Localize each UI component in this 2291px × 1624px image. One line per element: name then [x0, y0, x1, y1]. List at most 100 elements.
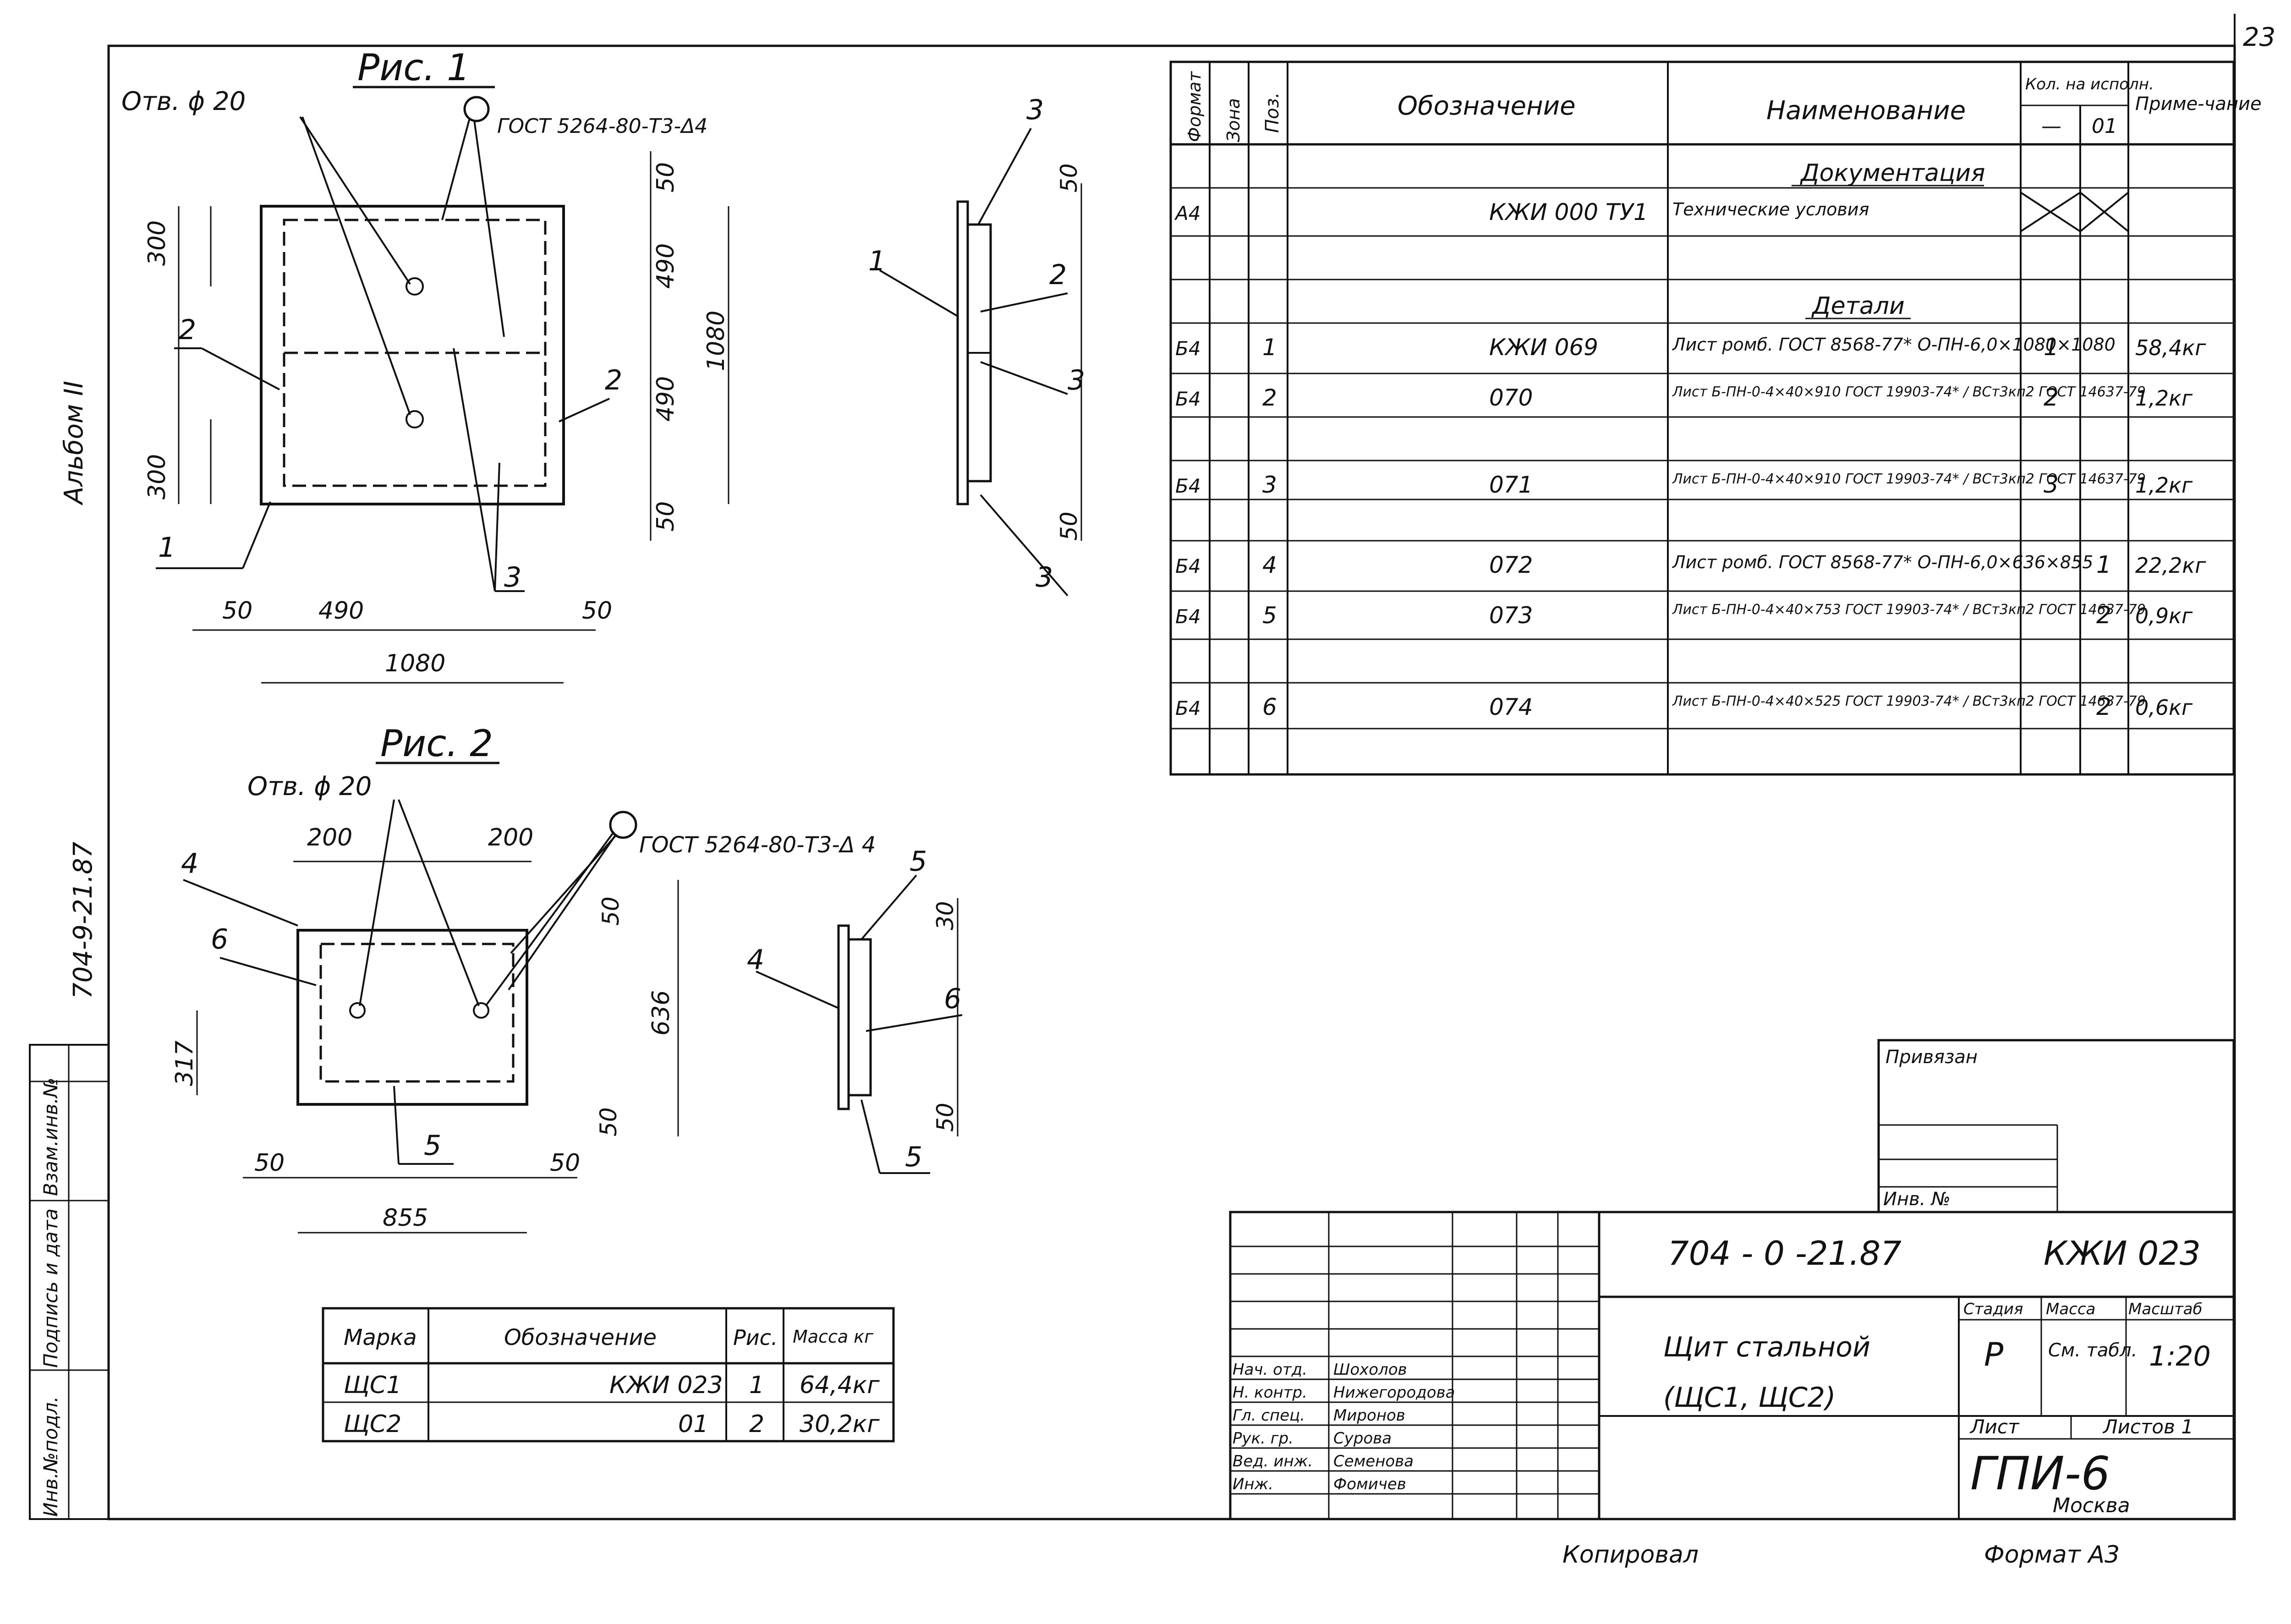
spec-cell-designation: КЖИ 000 ТУ1	[1489, 199, 1648, 225]
fig1-dim-490: 490	[318, 597, 364, 625]
spec-cell-pos: 4	[1262, 552, 1277, 578]
staff-name: Миронов	[1333, 1406, 1405, 1425]
spec-cell-format: Б4	[1175, 605, 1201, 628]
marks-row1-designation: КЖИ 023	[609, 1372, 723, 1399]
spec-cell-designation: 073	[1489, 602, 1533, 629]
marks-row1-mass: 64,4кг	[800, 1372, 880, 1399]
spec-hdr-pos: Поз.	[1262, 92, 1283, 133]
fig2-dim-636: 636	[647, 990, 675, 1036]
spec-row: А4 КЖИ 000 ТУ1 Технические условия	[1174, 192, 2129, 232]
title-block: Привязан Инв. № 704 - 0 -21.87	[1229, 1039, 2235, 1520]
spec-cell-q2: 1	[2096, 551, 2111, 579]
fig2-dim-855: 855	[383, 1204, 428, 1232]
tb-stage-label: Стадия	[1963, 1300, 2023, 1318]
spec-section-docs: Документация	[1800, 159, 1985, 187]
fig1-dim-bot50: 50	[652, 501, 680, 532]
side-stamp: Инв.№подл. Подпись и дата Взам.инв.№ Аль…	[29, 381, 110, 1520]
staff-role: Инж.	[1233, 1475, 1273, 1493]
marks-hdr-mass: Масса кг	[793, 1327, 874, 1347]
spec-cell-name: Лист Б-ПН-0-4×40×525 ГОСТ 19903-74* / ВС…	[1672, 693, 2146, 709]
staff-role: Рук. гр.	[1233, 1429, 1293, 1448]
fig2-dim-left50: 50	[254, 1149, 285, 1177]
spec-cell-name: Лист Б-ПН-0-4×40×910 ГОСТ 19903-74* / ВС…	[1672, 471, 2146, 487]
marks-row2-fig: 2	[749, 1410, 764, 1438]
fig1-dim-left50: 50	[222, 597, 252, 625]
stamp-signature-date: Подпись и дата	[39, 1208, 62, 1368]
fig2-weld-label: ГОСТ 5264-80-Т3-Δ 4	[639, 832, 876, 858]
fig1-dim-490v: 490	[652, 243, 680, 289]
fig2-hole-label: Отв. ϕ 20	[247, 772, 372, 801]
spec-hdr-note: Приме-чание	[2135, 93, 2262, 115]
fig2-side-pos-5a: 5	[910, 845, 927, 878]
spec-cell-designation: КЖИ 069	[1489, 334, 1598, 361]
staff-role: Н. контр.	[1233, 1383, 1307, 1402]
fig2-side-plate	[837, 924, 850, 1110]
fig1-side-pos-3a: 3	[1026, 94, 1044, 126]
fig2-dim-200b: 200	[488, 824, 533, 851]
spec-cell-pos: 5	[1262, 602, 1277, 629]
tb-city: Москва	[2053, 1494, 2130, 1517]
marks-hdr-mark: Марка	[344, 1325, 417, 1350]
fig1-pos-1: 1	[158, 532, 175, 564]
fig2-side-dim-30: 30	[932, 901, 959, 930]
fig2-hole-right	[473, 1002, 489, 1019]
staff-role: Вед. инж.	[1233, 1452, 1313, 1470]
fig1-side-pos-2: 2	[1049, 259, 1067, 291]
fig1-pos-3: 3	[504, 561, 521, 593]
fig2-side-ribs	[847, 938, 872, 1097]
fig1-hole-bottom	[406, 410, 424, 428]
spec-cell-format: Б4	[1175, 388, 1201, 410]
tb-stage: Р	[1984, 1336, 2004, 1373]
staff-name: Фомичев	[1333, 1475, 1406, 1493]
spec-cell-name: Технические условия	[1672, 199, 1869, 219]
fig1-pos-2: 2	[179, 314, 196, 346]
page-number: 23	[2243, 22, 2275, 52]
spec-cell-format: А4	[1174, 202, 1200, 225]
fig1-dim-300b: 300	[143, 454, 171, 499]
fig2-dim-200a: 200	[307, 824, 352, 851]
marks-row1-mark: ЩС1	[344, 1372, 401, 1399]
spec-cell-note: 0,6кг	[2135, 695, 2193, 720]
figure-2: Рис. 2 Отв. ϕ 20 ГОСТ 5264-80-Т3-Δ 4 4 6…	[171, 722, 963, 1234]
marks-table: Марка Обозначение Рис. Масса кг ЩС1 КЖИ …	[322, 1307, 895, 1443]
footer-format: Формат А3	[1984, 1541, 2120, 1569]
fig2-pos-5: 5	[424, 1130, 441, 1162]
fig2-dim-right50: 50	[550, 1149, 580, 1177]
spec-cell-q2: 2	[2096, 693, 2111, 721]
fig2-dim-bot50: 50	[595, 1107, 622, 1136]
weld-symbol-2-icon	[609, 811, 637, 839]
tb-scale-label: Масштаб	[2128, 1300, 2203, 1318]
fig2-dim-top50: 50	[597, 896, 624, 926]
marks-row2-mark: ЩС2	[344, 1410, 401, 1438]
spec-cell-designation: 071	[1489, 472, 1533, 498]
fig1-title: Рис. 1	[357, 46, 470, 89]
tb-sheet-label: Лист	[1969, 1416, 2020, 1438]
spec-cell-q1: 1	[2044, 334, 2059, 361]
spec-section-parts: Детали	[1811, 292, 1905, 320]
project-code-vertical: 704-9-21.87	[68, 841, 98, 999]
fig1-dim-1080v: 1080	[702, 311, 730, 371]
spec-cell-note: 1,2кг	[2135, 386, 2193, 411]
spec-cell-name: Лист Б-ПН-0-4×40×753 ГОСТ 19903-74* / ВС…	[1672, 602, 2146, 618]
sheet-frame	[107, 44, 2236, 1520]
spec-cell-q2: 2	[2096, 602, 2111, 629]
fig1-plate	[260, 205, 565, 505]
spec-hdr-name: Наименование	[1766, 96, 1966, 126]
spec-cell-note: 22,2кг	[2135, 553, 2206, 578]
spec-hdr-designation: Обозначение	[1398, 91, 1576, 121]
staff-role: Гл. спец.	[1233, 1406, 1305, 1425]
fig1-dim-1080: 1080	[385, 650, 445, 677]
fig1-hole-label: Отв. ϕ 20	[121, 87, 246, 116]
tb-sheets-label: Листов 1	[2102, 1416, 2193, 1438]
marks-row2-mass: 30,2кг	[800, 1410, 880, 1438]
fig1-weld-label: ГОСТ 5264-80-Т3-Δ4	[497, 115, 707, 138]
fig1-dim-300a: 300	[143, 220, 171, 266]
fig1-dim-490v2: 490	[652, 376, 680, 422]
spec-cell-designation: 070	[1489, 384, 1533, 411]
spec-cell-pos: 6	[1262, 694, 1277, 720]
album-label: Альбом II	[59, 381, 89, 505]
weld-symbol-icon	[463, 96, 490, 122]
